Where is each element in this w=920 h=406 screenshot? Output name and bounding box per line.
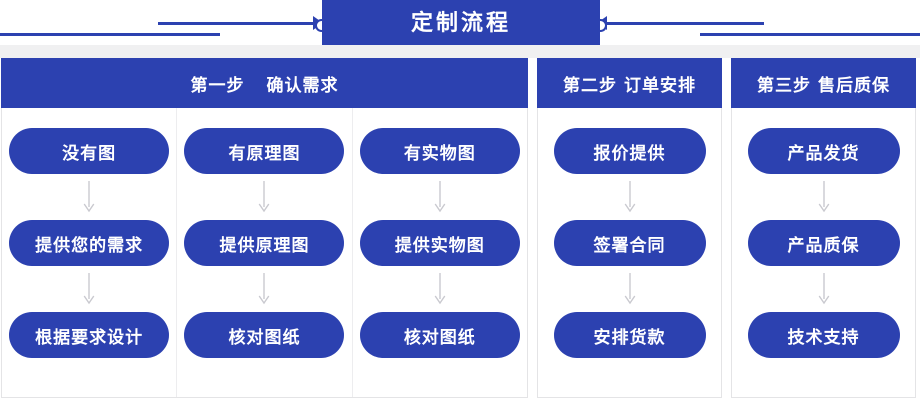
arrow-down-icon [253, 266, 275, 312]
flow-node[interactable]: 签署合同 [553, 220, 706, 266]
flow-node[interactable]: 有原理图 [184, 128, 345, 174]
step-header-3-label: 售后质保 [818, 75, 890, 95]
title-banner: 定制流程 [322, 0, 600, 45]
step-panel-2: 第二步 订单安排 报价提供 签署合同 安排货款 [537, 58, 722, 398]
flow-node[interactable]: 产品质保 [747, 220, 900, 266]
flow-node[interactable]: 报价提供 [553, 128, 706, 174]
arrow-down-icon [429, 266, 451, 312]
flow-node[interactable]: 提供您的需求 [9, 220, 170, 266]
arrow-down-icon [78, 266, 100, 312]
flow-column-1-2: 有原理图 提供原理图 核对图纸 [176, 108, 351, 397]
decoration-line-left-upper [158, 22, 322, 25]
step-header-1: 第一步 确认需求 [1, 58, 528, 108]
step-panel-3: 第三步 售后质保 产品发货 产品质保 技术支持 [731, 58, 916, 398]
step-panel-1: 第一步 确认需求 没有图 提供您的需求 根据要求设计 有原理 [1, 58, 528, 398]
flow-node[interactable]: 提供原理图 [184, 220, 345, 266]
decoration-line-right-lower [700, 33, 920, 36]
decoration-line-left-lower [0, 33, 220, 36]
flow-node[interactable]: 产品发货 [747, 128, 900, 174]
arrow-down-icon [78, 174, 100, 220]
flow-column-2-1: 报价提供 签署合同 安排货款 [538, 108, 721, 397]
step-header-3-prefix: 第三步 [757, 75, 811, 95]
step-header-2-prefix: 第二步 [563, 75, 617, 95]
step-body-3: 产品发货 产品质保 技术支持 [732, 108, 915, 397]
flow-column-1-3: 有实物图 提供实物图 核对图纸 [351, 108, 527, 397]
steps-container: 第一步 确认需求 没有图 提供您的需求 根据要求设计 有原理 [0, 58, 920, 398]
arrow-down-icon [429, 174, 451, 220]
arrow-down-icon [619, 174, 641, 220]
arrow-down-icon [619, 266, 641, 312]
flow-column-1-1: 没有图 提供您的需求 根据要求设计 [2, 108, 176, 397]
step-header-3: 第三步 售后质保 [731, 58, 916, 108]
step-header-1-prefix: 第一步 [190, 75, 245, 95]
flow-node[interactable]: 根据要求设计 [9, 312, 170, 358]
page-title: 定制流程 [410, 9, 511, 35]
separator-strip [0, 45, 920, 58]
flow-node[interactable]: 没有图 [9, 128, 170, 174]
flow-node[interactable]: 有实物图 [359, 128, 520, 174]
step-header-2-label: 订单安排 [624, 75, 696, 95]
arrow-down-icon [253, 174, 275, 220]
arrow-down-icon [813, 174, 835, 220]
step-header-2: 第二步 订单安排 [537, 58, 722, 108]
step-body-2: 报价提供 签署合同 安排货款 [538, 108, 721, 397]
flow-node[interactable]: 提供实物图 [359, 220, 520, 266]
step-header-1-label: 确认需求 [266, 75, 339, 95]
flow-node[interactable]: 技术支持 [747, 312, 900, 358]
flow-node[interactable]: 安排货款 [553, 312, 706, 358]
arrow-down-icon [813, 266, 835, 312]
title-band: 定制流程 [0, 0, 920, 45]
decoration-line-right-upper [600, 22, 764, 25]
flow-column-3-1: 产品发货 产品质保 技术支持 [732, 108, 915, 397]
flow-node[interactable]: 核对图纸 [184, 312, 345, 358]
flow-node[interactable]: 核对图纸 [359, 312, 520, 358]
step-body-1: 没有图 提供您的需求 根据要求设计 有原理图 提供原理图 [2, 108, 527, 397]
